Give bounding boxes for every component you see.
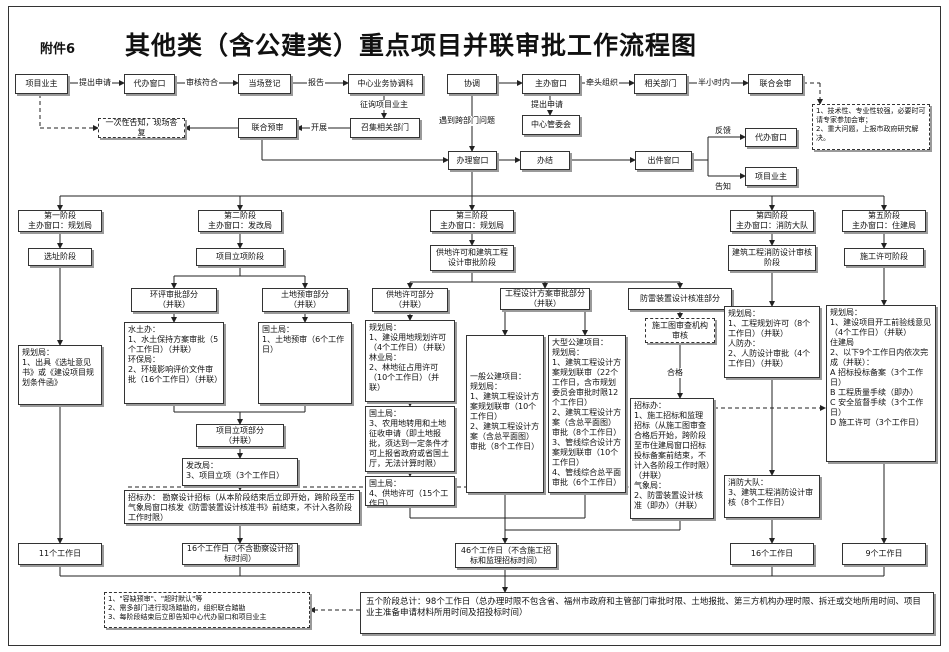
stage4-header: 第四阶段 主办窗口：消防大队 <box>730 210 814 232</box>
apply-label-2: 提出申请 <box>530 100 564 110</box>
office-window-box: 办理窗口 <box>448 151 497 170</box>
land-approval-detail: 国土局： 3、农用地转用和土地征收申请（即土地报批，须达到一定条件才可上报省政府… <box>365 406 455 472</box>
stage1-days: 11个工作日 <box>18 543 102 565</box>
drawing-review-box: 施工图审查机构审核 <box>645 318 715 343</box>
convene-box: 召集相关部门 <box>350 118 420 138</box>
attachment-label: 附件6 <box>40 42 76 57</box>
owner-box: 项目业主 <box>15 74 68 94</box>
construction-bid-detail: 招标办： 1、施工招标和监理招标（从施工图审查合格后开始，跨阶段至市住建局窗口招… <box>630 398 714 519</box>
stage5-detail: 规划局： 1、建设项目开工前验线意见（4个工作日）（并联） 住建局 2、以下9个… <box>826 305 936 462</box>
diagram-frame <box>8 6 941 646</box>
stage2-days: 16个工作日（不含勘察设计招标时间） <box>182 543 298 565</box>
land-detail: 国土局： 1、土地预审（6个工作日） <box>258 322 352 404</box>
land-permit-detail: 国土局： 4、供地许可（15个工作日） <box>365 476 455 506</box>
stage3-phase: 供地许可和建筑工程设计审批阶段 <box>430 245 514 271</box>
stage4-days: 16个工作日 <box>730 543 814 565</box>
solicit-label: 征询项目业主 <box>359 100 409 110</box>
supply-detail: 规划局： 1、建设用地规划许可（4个工作日）（并联） 林业局： 2、林地征占用许… <box>365 320 455 402</box>
owner-box-2: 项目业主 <box>745 167 797 186</box>
bottom-note: 1、"容缺预审"、"超时默认"等 2、需多部门进行现场踏勘的，组织联合踏勘 3、… <box>104 592 310 628</box>
prereview-box: 联合预审 <box>238 118 297 138</box>
dev-detail: 发改局： 3、项目立项（3个工作日） <box>182 458 298 486</box>
land-review-box: 土地预审部分 （并联） <box>262 288 348 312</box>
stage1-header: 第一阶段 主办窗口：规划局 <box>18 210 102 232</box>
stage3-header: 第三阶段 主办窗口：规划局 <box>430 210 514 232</box>
summary-box: 五个阶段总计：98个工作日（总办理时限不包含省、福州市政府和主管部门审批时限、土… <box>360 592 934 634</box>
cross-dept-label: 遇到跨部门问题 <box>438 116 496 126</box>
stage5-days: 9个工作日 <box>842 543 926 565</box>
stage4-phase: 建筑工程消防设计审核阶段 <box>728 245 816 271</box>
env-detail: 水土办： 1、水土保持方案审批（5个工作日）（并联） 环保局： 2、环境影响评价… <box>124 322 224 404</box>
stage5-phase: 施工许可阶段 <box>844 248 924 266</box>
report-label: 报告 <box>307 78 325 88</box>
complete-box: 办结 <box>520 151 570 170</box>
lead-window-box: 主办窗口 <box>522 74 580 94</box>
plan-box: 工程设计方案审批部分（并联） <box>500 288 590 310</box>
half-hour-label: 半小时内 <box>697 78 731 88</box>
supply-box: 供地许可部分 （并联） <box>372 288 448 312</box>
departments-box: 相关部门 <box>634 74 687 94</box>
open-label: 开展 <box>310 123 328 133</box>
out-window-box: 出件窗口 <box>635 151 692 170</box>
top-note: 1、技术性、专业性较强，必要时可请专家参加会审； 2、重大问题，上报市政府研究解… <box>812 104 930 150</box>
stage1-phase: 选址阶段 <box>28 248 92 266</box>
stage2-header: 第二阶段 主办窗口：发改局 <box>198 210 282 232</box>
joint-meeting-box: 联合会审 <box>748 74 803 94</box>
feedback-label: 反馈 <box>714 126 732 136</box>
stage5-header: 第五阶段 主办窗口：住建局 <box>842 210 926 232</box>
inform-label: 告知 <box>714 182 732 192</box>
stage4-detail: 规划局： 1、工程规划许可（8个工作日）（并联） 人防办： 2、人防设计审批（4… <box>724 306 820 378</box>
general-building-detail: 一般公建项目： 规划局： 1、建筑工程设计方案规划联审（10个工作日） 2、建筑… <box>466 335 544 493</box>
coordinate-box: 协调 <box>447 74 497 94</box>
env-review-box: 环评审批部分 （并联） <box>131 288 217 312</box>
bid-detail: 招标办： 勘察设计招标（从本阶段结束后立即开始，跨阶段至市气象局窗口核发《防雷装… <box>124 490 360 524</box>
stage2-phase: 项目立项阶段 <box>196 248 284 266</box>
fire-detail: 消防大队： 3、建筑工程消防设计审核（8个工作日） <box>724 475 820 518</box>
pass-label: 合格 <box>666 368 684 378</box>
large-building-detail: 大型公建项目： 规划局： 1、建筑工程设计方案规划联审（22个工作日，含市规划委… <box>548 335 626 493</box>
organize-label: 牵头组织 <box>585 78 619 88</box>
stage3-days: 46个工作日（不含施工招标和监理招标时间） <box>455 543 557 568</box>
approval-box: 项目立项部分 （并联） <box>196 424 284 447</box>
stage1-detail: 规划局： 1、出具《选址意见书》或《建设项目规划条件函》 <box>18 345 102 405</box>
review-label: 审核符合 <box>185 78 219 88</box>
agent-window-box-2: 代办窗口 <box>745 128 797 147</box>
register-box: 当场登记 <box>238 74 291 94</box>
agent-window-box: 代办窗口 <box>124 74 175 94</box>
apply-label: 提出申请 <box>78 78 112 88</box>
notice-box: 一次性告知，现场答复 <box>98 118 185 138</box>
diagram-title: 其他类（含公建类）重点项目并联审批工作流程图 <box>125 31 698 60</box>
committee-box: 中心管委会 <box>522 115 580 135</box>
lightning-box: 防雷装置设计核准部分 <box>628 288 732 310</box>
center-coordination-box: 中心业务协调科 <box>348 74 423 94</box>
